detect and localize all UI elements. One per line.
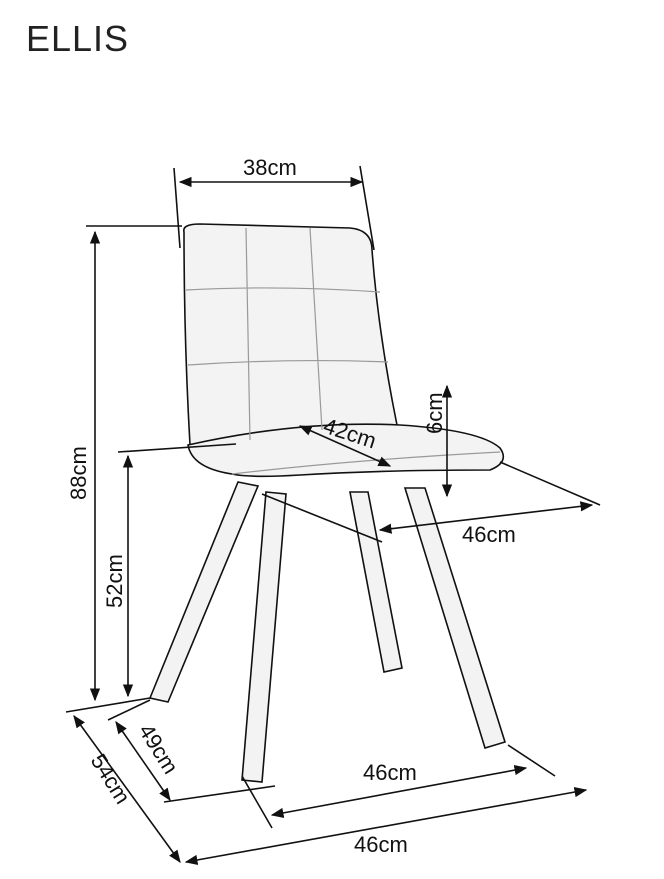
label-seat-width: 46cm <box>462 522 516 547</box>
dimension-seat-thickness: 6cm <box>422 384 453 498</box>
chair-leg-back-right <box>403 487 507 749</box>
label-total-height: 88cm <box>66 446 91 500</box>
product-title: ELLIS <box>26 18 130 59</box>
chair-illustration <box>148 223 507 783</box>
label-seat-height: 52cm <box>102 554 127 608</box>
dimension-seat-height: 52cm <box>102 443 237 698</box>
chair-leg-front-right <box>241 491 287 783</box>
dimension-total-depth: 54cm <box>65 697 181 864</box>
label-backrest-width: 38cm <box>243 155 297 180</box>
label-total-width: 46cm <box>354 832 408 857</box>
chair-backrest <box>183 223 401 446</box>
dimension-total-width: 46cm <box>184 787 588 865</box>
label-seat-thickness: 6cm <box>422 392 447 434</box>
dimension-seat-width: 46cm <box>261 461 601 547</box>
chair-leg-back-left <box>349 491 403 673</box>
label-total-depth: 54cm <box>86 749 136 808</box>
dimension-base-width-inner: 46cm <box>163 744 556 829</box>
dimension-total-height: 88cm <box>66 225 182 702</box>
label-base-width-inner: 46cm <box>363 760 417 785</box>
chair-leg-front-left <box>148 481 260 703</box>
label-base-depth-inner: 49cm <box>134 719 184 778</box>
dimension-backrest-width: 38cm <box>173 155 375 251</box>
